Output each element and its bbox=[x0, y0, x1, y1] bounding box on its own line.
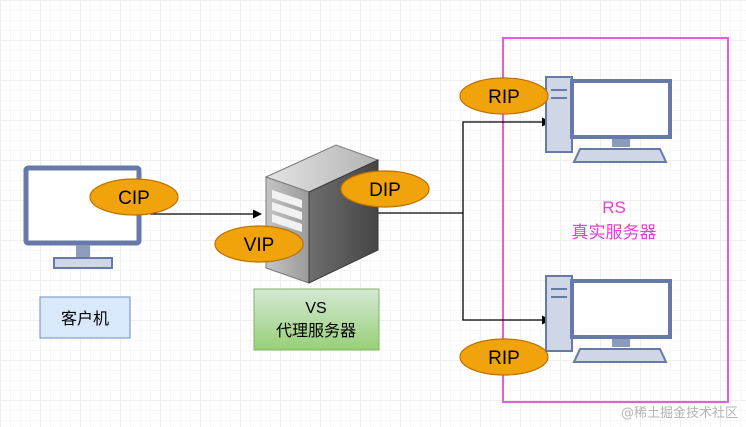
rip-bottom-ellipse: RIP bbox=[459, 338, 549, 376]
proxy-label-line1: VS bbox=[305, 300, 326, 317]
proxy-to-bottom-server-arrow bbox=[462, 213, 551, 325]
rs-label-line1: RS bbox=[602, 198, 626, 217]
rip-top-label: RIP bbox=[488, 87, 520, 108]
rip-bottom-label: RIP bbox=[488, 348, 520, 369]
dip-label: DIP bbox=[369, 180, 401, 201]
rip-top-ellipse: RIP bbox=[459, 77, 549, 115]
client-label-box bbox=[39, 296, 131, 339]
proxy-label-line2: 代理服务器 bbox=[276, 322, 356, 340]
client-label: 客户机 bbox=[61, 310, 109, 328]
vip-ellipse: VIP bbox=[214, 225, 304, 263]
watermark: @稀土掘金技术社区 bbox=[620, 406, 738, 421]
dip-ellipse: DIP bbox=[340, 170, 430, 208]
proxy-server-icon bbox=[264, 144, 380, 284]
cip-ellipse: CIP bbox=[89, 178, 179, 216]
proxy-label-box bbox=[253, 288, 380, 351]
cip-label: CIP bbox=[118, 188, 150, 209]
top-real-server-icon bbox=[545, 76, 672, 163]
vip-label: VIP bbox=[244, 235, 275, 256]
proxy-to-top-server-arrow bbox=[462, 117, 551, 213]
real-servers-group-border bbox=[502, 37, 729, 403]
rs-label-line2: 真实服务器 bbox=[572, 223, 657, 242]
bottom-real-server-icon bbox=[545, 275, 672, 363]
